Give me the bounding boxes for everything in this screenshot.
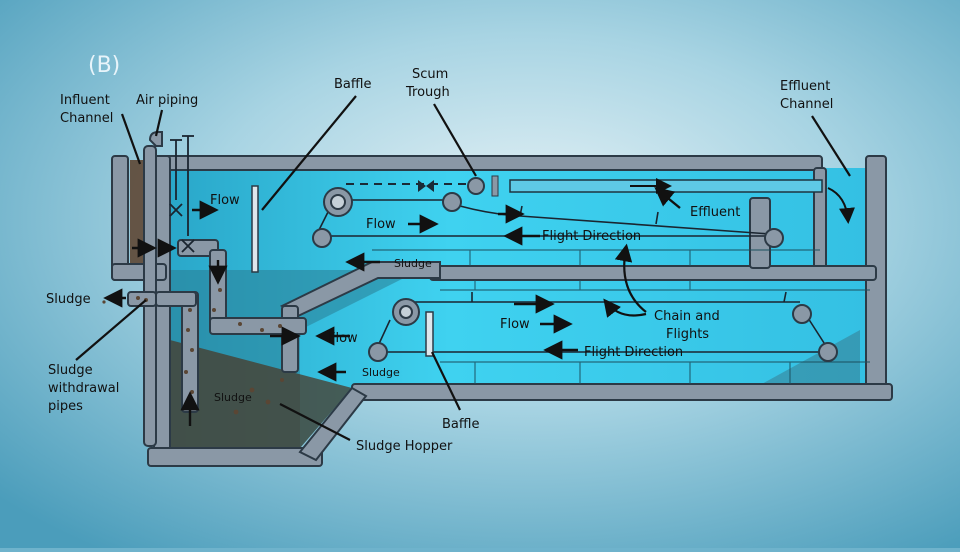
label-air-piping: Air piping (136, 93, 198, 108)
label-influent-channel-1: Influent (60, 93, 110, 108)
label-flow-lower-left: Flow (328, 331, 358, 346)
label-flight-direction-lower: Flight Direction (584, 345, 683, 360)
baffle-lower (425, 311, 434, 357)
influent-piping (127, 131, 307, 447)
label-flow-lower-right: Flow (500, 317, 530, 332)
label-flight-direction-upper: Flight Direction (542, 229, 641, 244)
lower-chain-loop (377, 291, 827, 353)
lower-sprockets (368, 298, 838, 362)
valves (169, 135, 195, 253)
label-sludge-withdrawal-3: pipes (48, 399, 83, 414)
panel-label: (B) (88, 53, 120, 78)
label-effluent: Effluent (690, 205, 740, 220)
baffle-upper (251, 185, 259, 273)
label-sludge-withdrawal-2: withdrawal (48, 381, 119, 396)
flow-arrows (103, 186, 681, 426)
tray-grid (372, 249, 870, 384)
label-sludge-lower: Sludge (362, 366, 400, 379)
label-scum-trough-2: Trough (405, 85, 450, 100)
label-chain-and-flights-2: Flights (666, 327, 709, 342)
scum-skimmer (346, 175, 499, 197)
label-baffle-bottom: Baffle (442, 417, 479, 432)
label-effluent-channel-2: Channel (780, 97, 833, 112)
leader-lines (75, 95, 851, 441)
label-baffle-top: Baffle (334, 77, 371, 92)
label-sludge-withdrawal-1: Sludge (48, 363, 93, 378)
label-effluent-channel-1: Effluent (780, 79, 830, 94)
label-sludge-hopper: Sludge Hopper (356, 439, 453, 454)
label-flow-left: Flow (210, 193, 240, 208)
upper-sprockets (312, 177, 784, 248)
label-sludge-mid: Sludge (394, 257, 432, 270)
tank-water (130, 160, 870, 448)
label-scum-trough-1: Scum (412, 67, 448, 82)
label-sludge-left: Sludge (46, 292, 91, 307)
label-influent-channel-2: Channel (60, 111, 113, 126)
label-chain-and-flights-1: Chain and (654, 309, 720, 324)
effluent-trough (509, 178, 855, 224)
label-flow-upper: Flow (366, 217, 396, 232)
label-sludge-hopper-text: Sludge (214, 391, 252, 404)
